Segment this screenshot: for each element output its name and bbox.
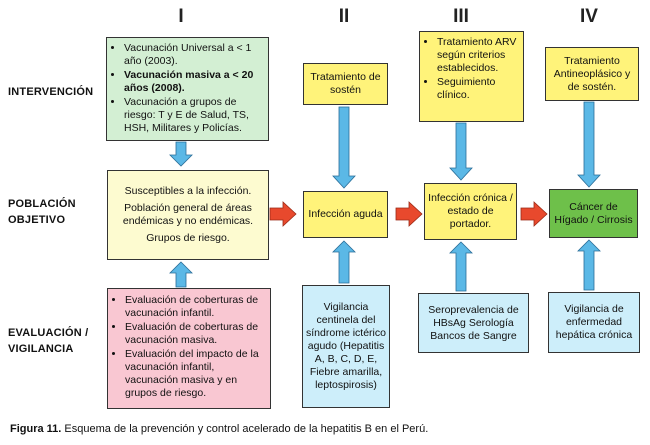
figure-caption-text: Esquema de la prevención y control acele… (61, 423, 429, 435)
intervention-item: Tratamiento ARV según criterios establec… (437, 36, 519, 75)
population-line: Grupos de riesgo. (146, 232, 230, 244)
evaluation-box-col2: Vigilancia centinela del síndrome ictéri… (302, 285, 390, 408)
evaluation-item: Evaluación del impacto de la vacunación … (125, 348, 266, 400)
arrow-down-col1 (169, 141, 193, 167)
intervention-item: Seguimiento clínico. (437, 76, 519, 102)
column-heading-3: III (453, 6, 469, 27)
arrow-up-col1 (169, 261, 193, 288)
column-heading-1: I (178, 6, 184, 27)
intervention-box-col1: Vacunación Universal a < 1 año (2003). V… (106, 37, 269, 141)
arrow-down-col3 (449, 122, 473, 181)
population-box-col4: Cáncer de Hígado / Cirrosis (549, 189, 638, 238)
intervention-item: Vacunación Universal a < 1 año (2003). (124, 42, 263, 68)
population-line: Población general de áreas endémicas y n… (122, 202, 254, 227)
row-label-evaluacion: EVALUACIÓN / VIGILANCIA (8, 327, 89, 355)
figure-caption-label: Figura 11. (10, 423, 62, 435)
arrow-up-col2 (332, 240, 356, 284)
arrow-right-3 (520, 201, 548, 227)
evaluation-box-col3: Seroprevalencia de HBsAg Serología Banco… (418, 293, 529, 353)
figure-caption: Figura 11. Esquema de la prevención y co… (10, 423, 428, 435)
arrow-down-col4 (577, 101, 601, 188)
arrow-right-1 (269, 201, 297, 227)
row-label-intervencion: INTERVENCIÓN (8, 86, 94, 98)
arrow-up-col4 (577, 239, 601, 291)
population-box-col2: Infección aguda (303, 191, 388, 238)
column-heading-4: IV (580, 6, 598, 27)
evaluation-item: Evaluación de coberturas de vacunación i… (125, 294, 266, 320)
intervention-item: Vacunación masiva a < 20 años (2008). (124, 69, 263, 95)
evaluation-box-col4: Vigilancia de enfermedad hepática crónic… (548, 292, 640, 353)
intervention-box-col2: Tratamiento de sostén (303, 63, 388, 105)
arrow-down-col2 (332, 106, 356, 189)
population-box-col1: Susceptibles a la infección. Población g… (107, 170, 269, 260)
intervention-box-col4: Tratamiento Antineoplásico y de sostén. (545, 47, 639, 101)
arrow-right-2 (395, 201, 423, 227)
population-line: Susceptibles a la infección. (124, 185, 252, 197)
row-label-poblacion: POBLACIÓN OBJETIVO (8, 198, 76, 226)
population-box-col3: Infección crónica / estado de portador. (424, 183, 517, 240)
evaluation-box-col1: Evaluación de coberturas de vacunación i… (107, 288, 271, 409)
evaluation-item: Evaluación de coberturas de vacunación m… (125, 321, 266, 347)
arrow-up-col3 (449, 241, 473, 292)
column-heading-2: II (338, 6, 350, 27)
intervention-box-col3: Tratamiento ARV según criterios establec… (419, 31, 524, 122)
intervention-item: Vacunación a grupos de riesgo: T y E de … (124, 96, 263, 135)
